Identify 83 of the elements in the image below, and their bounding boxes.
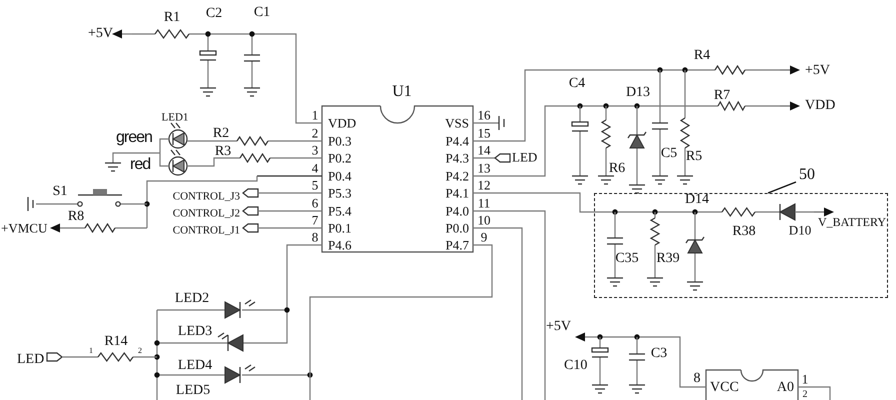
component-label: C5 xyxy=(660,147,678,161)
component-label: C1 xyxy=(254,6,270,20)
pin-name: P4.0 xyxy=(446,204,469,218)
color-label: red xyxy=(130,157,150,173)
net-label: LED xyxy=(512,150,538,164)
component-label: R2 xyxy=(212,127,230,141)
pin-number: 15 xyxy=(478,126,490,140)
pin-name: P4.4 xyxy=(446,134,469,148)
chip-label: U1 xyxy=(392,84,412,100)
component-label: LED4 xyxy=(178,359,212,373)
pin-number: 11 xyxy=(478,196,490,210)
net-label: +5V xyxy=(546,320,572,334)
component-label: LED5 xyxy=(176,384,210,398)
component-label: D13 xyxy=(626,86,650,100)
component-label: R7 xyxy=(714,89,730,103)
signal-label: CONTROL_J3 xyxy=(172,192,240,202)
component-label: R14 xyxy=(104,335,128,349)
pin-name: P4.2 xyxy=(446,170,469,182)
signal-label: CONTROL_J1 xyxy=(172,226,240,236)
component-label: D10 xyxy=(788,224,812,236)
pin-number: 2 xyxy=(138,347,142,355)
pin-number: 5 xyxy=(312,178,318,192)
pin-number: 3 xyxy=(312,144,318,156)
pin-number: 8 xyxy=(312,230,318,244)
color-label: green xyxy=(116,130,152,146)
pin-name: P4.1 xyxy=(446,186,469,200)
pin-name: VSS xyxy=(445,116,469,130)
net-label: +5V xyxy=(805,64,830,78)
component-label: C3 xyxy=(650,347,668,361)
callout-number: 50 xyxy=(797,166,817,184)
component-label: R8 xyxy=(68,210,84,224)
component-label: C4 xyxy=(568,77,586,91)
pin-name: VCC xyxy=(710,381,739,395)
pin-name: P4.6 xyxy=(328,238,352,252)
pin-number: 13 xyxy=(478,162,490,174)
pin-number: 7 xyxy=(312,214,318,226)
component-label: R38 xyxy=(732,225,756,239)
pin-name: P5.3 xyxy=(328,186,352,200)
pin-number: 12 xyxy=(478,178,490,192)
net-label: V_BATTERY xyxy=(818,216,886,228)
signal-label: CONTROL_J2 xyxy=(172,208,240,220)
pin-number: 14 xyxy=(478,144,490,156)
pin-name: P0.1 xyxy=(328,222,352,234)
pin-name: P4.7 xyxy=(446,238,469,252)
pin-number: 2 xyxy=(312,126,318,140)
pin-number: 9 xyxy=(480,230,488,244)
pin-name: P0.0 xyxy=(446,222,469,234)
component-label: R39 xyxy=(656,252,680,266)
pin-number: 10 xyxy=(478,214,490,226)
pin-number: 1 xyxy=(312,108,318,122)
pin-number: 1 xyxy=(802,372,808,386)
component-label: R3 xyxy=(214,145,232,159)
pin-name: P4.3 xyxy=(446,152,469,164)
component-label: C2 xyxy=(206,7,222,21)
pin-number: 16 xyxy=(478,108,490,122)
leader-line xyxy=(768,181,796,194)
pin-name: A0 xyxy=(776,381,794,395)
net-label: +5V xyxy=(88,27,114,41)
pin-name: P0.2 xyxy=(328,152,352,164)
pin-number: 8 xyxy=(694,372,700,386)
pin-name: P0.3 xyxy=(328,134,352,148)
component-label: D14 xyxy=(684,193,710,207)
component-label: R5 xyxy=(686,150,702,164)
pin-number: 6 xyxy=(312,196,318,210)
component-label: LED3 xyxy=(178,325,212,339)
pin-name: P5.4 xyxy=(328,204,352,218)
component-label: R1 xyxy=(164,11,180,25)
pin-number: 1 xyxy=(89,347,93,355)
pin-number: 4 xyxy=(312,162,318,174)
pin-name: VDD xyxy=(328,116,356,130)
component-label: C35 xyxy=(615,252,639,266)
component-label: R6 xyxy=(608,162,626,176)
pin-number: 2 xyxy=(802,390,808,400)
net-label: +VMCU xyxy=(1,222,48,234)
net-label: VDD xyxy=(805,99,836,113)
component-label: LED2 xyxy=(174,292,210,306)
component-label: R4 xyxy=(694,49,710,63)
component-label: C10 xyxy=(564,359,588,373)
component-label: S1 xyxy=(52,185,68,199)
component-label: LED1 xyxy=(162,112,188,124)
dashed-region xyxy=(594,193,888,298)
pin-name: P0.4 xyxy=(328,170,352,182)
net-label: LED xyxy=(17,353,44,367)
